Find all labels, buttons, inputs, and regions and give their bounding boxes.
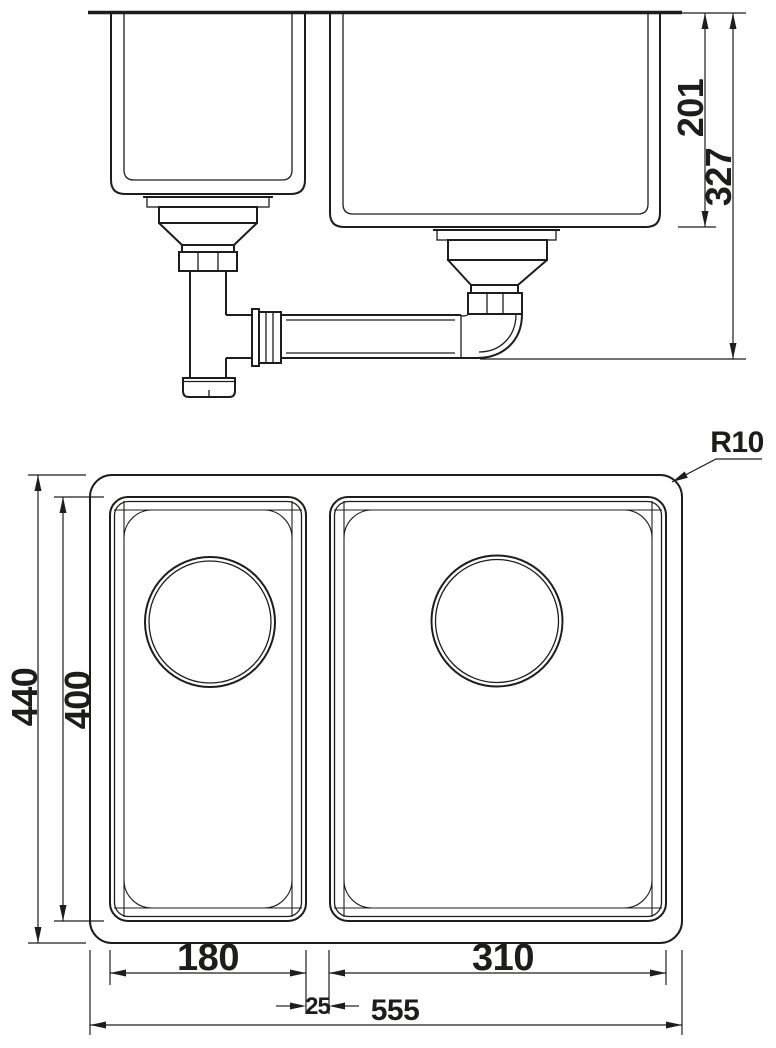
arrowhead-down bbox=[59, 905, 67, 921]
arrowhead-up bbox=[34, 475, 42, 491]
plan-view: R10 440 400 bbox=[4, 426, 764, 1035]
dim-label-25: 25 bbox=[305, 993, 330, 1020]
bottom-extension-lines bbox=[89, 950, 683, 1035]
arrowhead-down bbox=[34, 927, 42, 943]
right-bowl-rim-inner bbox=[333, 500, 663, 918]
arrowhead-left bbox=[110, 969, 126, 977]
base-corner-arc bbox=[263, 509, 293, 539]
dim-label-r10: R10 bbox=[710, 426, 764, 459]
arrowhead-down bbox=[701, 211, 709, 227]
left-drain-hole-inner bbox=[148, 560, 272, 684]
left-bowl-rim bbox=[109, 496, 307, 922]
left-bowl-rim-inner bbox=[113, 500, 303, 918]
elevation-view: 201 327 bbox=[88, 10, 746, 398]
base-corner-arc bbox=[343, 509, 373, 539]
elbow-inner-curve bbox=[460, 313, 469, 317]
dimension-400: 400 bbox=[54, 496, 104, 922]
dim-label-180: 180 bbox=[177, 937, 239, 979]
left-strainer-neck bbox=[181, 244, 235, 253]
arrowhead-left bbox=[329, 969, 345, 977]
left-waste-flange-band bbox=[146, 196, 270, 208]
arrowhead-right bbox=[290, 1002, 306, 1010]
base-corner-arc bbox=[623, 509, 653, 539]
right-waste-flange-band bbox=[436, 229, 557, 241]
base-corner-arc bbox=[263, 879, 293, 909]
sink-section bbox=[88, 10, 682, 228]
left-bowl-outer-wall bbox=[110, 14, 306, 195]
base-corner-arc bbox=[123, 879, 153, 909]
right-strainer-taper bbox=[447, 259, 548, 286]
right-drain-hole-inner bbox=[434, 558, 560, 684]
sink-plan bbox=[89, 474, 683, 944]
left-waste-assembly bbox=[143, 196, 273, 398]
arrowhead-up bbox=[729, 13, 737, 29]
dimension-201: 201 bbox=[670, 12, 746, 228]
right-drain-hole bbox=[430, 554, 564, 688]
radius-leader-line bbox=[671, 458, 762, 483]
arrowhead-right bbox=[666, 1021, 682, 1029]
elbow-outer-curve bbox=[476, 313, 523, 359]
dim-label-440: 440 bbox=[4, 668, 45, 727]
dim-label-400: 400 bbox=[57, 671, 98, 730]
right-strainer-neck bbox=[470, 284, 519, 294]
dimension-180: 180 bbox=[110, 937, 306, 979]
dimension-440: 440 bbox=[4, 474, 86, 944]
dimension-327: 327 bbox=[480, 13, 746, 360]
left-backnut bbox=[178, 251, 238, 272]
leader-arrowhead bbox=[672, 471, 688, 482]
arrowhead-right bbox=[290, 969, 306, 977]
left-bowl-inner-wall bbox=[123, 14, 293, 181]
arrowhead-right bbox=[650, 969, 666, 977]
base-corner-arc bbox=[343, 879, 373, 909]
dim-label-310: 310 bbox=[472, 937, 534, 979]
dim-label-201: 201 bbox=[670, 78, 711, 137]
sink-outer-edge bbox=[89, 474, 683, 944]
right-bowl-base-tangents bbox=[334, 501, 662, 917]
dimension-corner-radius: R10 bbox=[671, 426, 764, 483]
left-drain-hole bbox=[144, 556, 276, 688]
left-strainer-cup bbox=[158, 206, 258, 224]
arrowhead-up bbox=[701, 13, 709, 29]
dimension-25: 25 bbox=[276, 993, 359, 1020]
arrowhead-left bbox=[329, 1002, 345, 1010]
dimension-310: 310 bbox=[329, 937, 666, 979]
base-corner-arc bbox=[623, 879, 653, 909]
dim-label-555: 555 bbox=[371, 994, 420, 1027]
right-bowl-rim bbox=[329, 496, 667, 922]
arrowhead-left bbox=[90, 1021, 106, 1029]
arrowhead-down bbox=[729, 343, 737, 359]
right-bowl-inner-wall bbox=[342, 14, 649, 215]
elbow-mid-curve bbox=[478, 313, 517, 353]
right-backnut bbox=[467, 292, 523, 315]
coupling-nut bbox=[258, 311, 282, 364]
left-bowl-base-tangents bbox=[114, 501, 302, 917]
cleanout-cap bbox=[182, 377, 236, 398]
dim-label-327: 327 bbox=[698, 148, 739, 207]
right-strainer-cup bbox=[447, 239, 548, 261]
tee-coupling bbox=[226, 308, 282, 367]
coupling-ring bbox=[251, 308, 260, 367]
base-corner-arc bbox=[123, 509, 153, 539]
dimension-555: 555 bbox=[90, 994, 682, 1029]
waste-pipe bbox=[281, 314, 478, 359]
left-strainer-taper bbox=[158, 222, 258, 246]
right-bowl-outer-wall bbox=[329, 14, 661, 228]
right-waste-assembly bbox=[433, 229, 560, 359]
arrowhead-up bbox=[59, 497, 67, 513]
